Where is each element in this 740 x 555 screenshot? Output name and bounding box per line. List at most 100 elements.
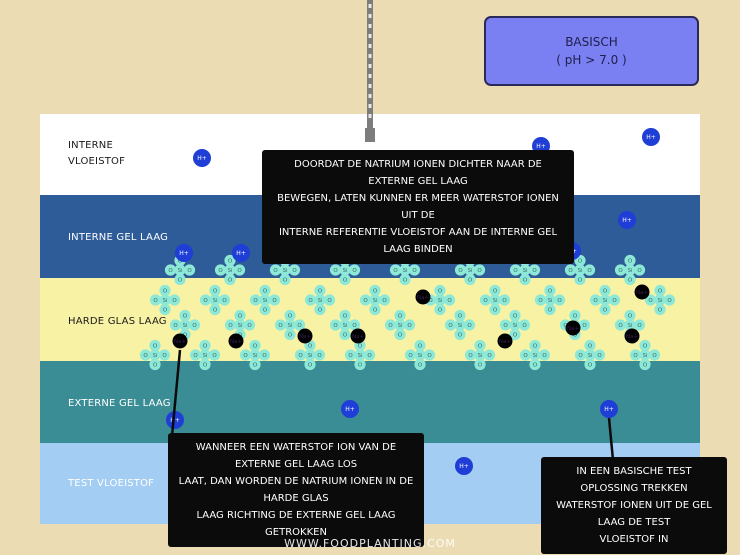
oxygen-atom-shape — [499, 319, 512, 331]
oxygen-atom-label: O — [428, 298, 433, 304]
oxygen-atom-label: O — [407, 323, 412, 329]
oxygen-atom-label: O — [458, 268, 463, 274]
oxygen-atom: O — [569, 309, 581, 322]
oxygen-atom-label: O — [343, 313, 348, 319]
oxygen-atom: O — [199, 339, 211, 352]
oxygen-atom-label: O — [578, 277, 583, 283]
oxygen-atom: O — [259, 303, 271, 316]
oxygen-atom-shape — [384, 319, 397, 331]
oxygen-atom: O — [329, 264, 342, 276]
oxygen-atom: O — [313, 349, 326, 361]
oxygen-atom-label: O — [272, 298, 277, 304]
oxygen-atom-label: O — [493, 307, 498, 313]
oxygen-atom-shape — [208, 349, 221, 361]
silicon-atom: Si — [304, 349, 316, 361]
oxygen-atom-shape — [584, 339, 596, 352]
sodium-ion-label: Na+ — [299, 334, 311, 340]
silicon-atom-shape — [174, 264, 186, 276]
oxygen-atom: O — [249, 358, 261, 371]
oxygen-atom-shape — [608, 294, 621, 306]
oxygen-atom: O — [663, 294, 676, 306]
silicon-atom-label: Si — [178, 268, 183, 274]
oxygen-atom-shape — [639, 358, 651, 371]
oxygen-atom: O — [189, 349, 202, 361]
silicon-atom: Si — [314, 294, 326, 306]
oxygen-atom-shape — [394, 328, 406, 341]
oxygen-atom-shape — [654, 303, 666, 316]
oxygen-atom: O — [208, 349, 221, 361]
silicon-atom: Si — [454, 319, 466, 331]
hydrogen-ion-shape — [166, 411, 184, 429]
oxygen-atom-label: O — [573, 313, 578, 319]
oxygen-atom-label: O — [273, 268, 278, 274]
oxygen-atom-label: O — [238, 313, 243, 319]
silicon-atom-shape — [414, 349, 426, 361]
oxygen-atom: O — [389, 264, 402, 276]
hydrogen-ion-label: H+ — [536, 143, 546, 150]
oxygen-atom: O — [209, 284, 221, 297]
oxygen-atom-label: O — [373, 307, 378, 313]
oxygen-atom-shape — [518, 319, 531, 331]
hydrogen-ion-shape — [175, 244, 193, 262]
silicon-atom: Si — [279, 264, 291, 276]
oxygen-atom: O — [363, 349, 376, 361]
sodium-ion-shape — [350, 328, 366, 344]
oxygen-atom-shape — [519, 273, 531, 286]
silicon-atom: Si — [394, 319, 406, 331]
oxygen-atom: O — [344, 349, 357, 361]
oxygen-atom-shape — [583, 264, 596, 276]
oxygen-atom-label: O — [318, 307, 323, 313]
oxygen-atom-label: O — [578, 258, 583, 264]
oxygen-atom: O — [614, 264, 627, 276]
silicon-atom: Si — [339, 264, 351, 276]
oxygen-atom-label: O — [172, 298, 177, 304]
hydrogen-ion: H+ — [600, 400, 618, 418]
silicon-atom: Si — [354, 349, 366, 361]
oxygen-atom: O — [174, 273, 186, 286]
silicon-atom-label: Si — [253, 353, 258, 359]
oxygen-atom-label: O — [568, 268, 573, 274]
oxygen-atom-label: O — [253, 362, 258, 368]
oxygen-atom-shape — [443, 294, 456, 306]
oxygen-atom-shape — [654, 284, 666, 297]
oxygen-atom-label: O — [593, 298, 598, 304]
sodium-ion-label: Na+ — [626, 334, 638, 340]
oxygen-atom: O — [339, 328, 351, 341]
oxygen-atom-label: O — [513, 313, 518, 319]
oxygen-atom-shape — [199, 358, 211, 371]
sodium-ion: Na+ — [350, 328, 366, 344]
silicon-atom-label: Si — [343, 268, 348, 274]
oxygen-atom-label: O — [487, 353, 492, 359]
silicon-atom: Si — [179, 319, 191, 331]
oxygen-atom-shape — [578, 319, 591, 331]
oxygen-atom-label: O — [418, 362, 423, 368]
oxygen-atom-label: O — [467, 323, 472, 329]
oxygen-atom: O — [423, 349, 436, 361]
oxygen-atom-label: O — [548, 288, 553, 294]
oxygen-atom: O — [584, 358, 596, 371]
oxygen-atom-shape — [489, 284, 501, 297]
silicon-atom-shape — [354, 349, 366, 361]
hydrogen-ion-shape — [455, 457, 473, 475]
silicon-atom: Si — [464, 264, 476, 276]
silicon-atom-shape — [599, 294, 611, 306]
sodium-ion-label: Na+ — [636, 290, 648, 296]
oxygen-atom: O — [608, 294, 621, 306]
oxygen-atom-label: O — [308, 362, 313, 368]
oxygen-atom-shape — [569, 309, 581, 322]
oxygen-atom-shape — [624, 309, 636, 322]
oxygen-atom-label: O — [343, 277, 348, 283]
silicon-atom-shape — [519, 264, 531, 276]
oxygen-atom: O — [378, 294, 391, 306]
oxygen-atom-shape — [149, 339, 161, 352]
hydrogen-ion: H+ — [166, 411, 184, 429]
silicon-atom-label: Si — [603, 298, 608, 304]
silicon-atom-label: Si — [578, 268, 583, 274]
silicon-atom-shape — [624, 319, 636, 331]
oxygen-atom-label: O — [477, 268, 482, 274]
oxygen-atom-shape — [348, 319, 361, 331]
oxygen-atom: O — [509, 264, 522, 276]
silicon-atom-shape — [544, 294, 556, 306]
oxygen-atom-shape — [624, 273, 636, 286]
oxygen-atom-shape — [189, 349, 202, 361]
